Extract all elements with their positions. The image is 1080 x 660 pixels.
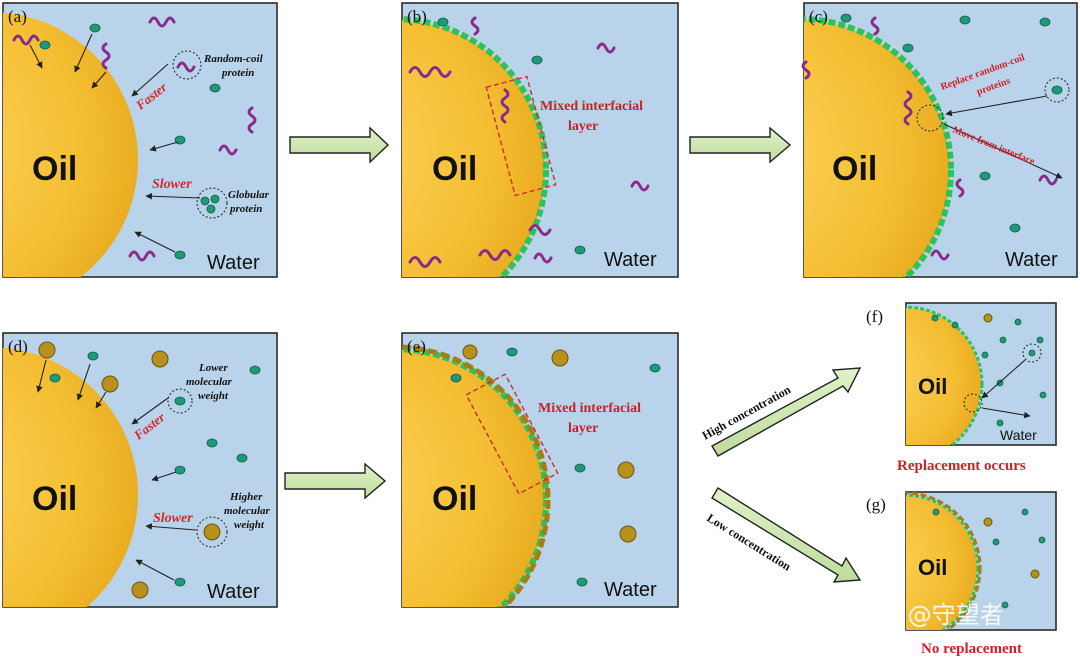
low-concentration-arrow: Low concentration bbox=[704, 487, 862, 583]
oil-label: Oil bbox=[832, 150, 877, 188]
higher-label-2: molecular bbox=[224, 505, 271, 517]
free-molecules bbox=[932, 508, 1046, 609]
panel-b-letter: (b) bbox=[407, 7, 427, 26]
water-label: Water bbox=[604, 579, 657, 601]
panel-d: (d) Oil Water bbox=[2, 332, 278, 608]
mixed-layer-label-1: Mixed interfacial bbox=[538, 401, 641, 416]
mixed-layer-label-2: layer bbox=[568, 421, 598, 436]
low-mw-highlight bbox=[167, 388, 193, 414]
oil-droplet bbox=[906, 308, 981, 445]
lower-label-3: weight bbox=[198, 390, 229, 402]
mixed-layer-label-2: layer bbox=[568, 119, 598, 134]
replacement-occurs-label: Replacement occurs bbox=[897, 458, 1026, 474]
higher-label-3: weight bbox=[234, 519, 265, 531]
low-mw-proteins bbox=[49, 351, 261, 587]
water-label: Water bbox=[207, 252, 260, 274]
oil-label: Oil bbox=[918, 374, 947, 399]
random-coil-highlight bbox=[172, 50, 202, 80]
free-molecules bbox=[801, 13, 1058, 261]
mixed-layer-label-1: Mixed interfacial bbox=[540, 99, 643, 114]
oil-label: Oil bbox=[918, 555, 947, 580]
interface-highlight-box bbox=[465, 373, 559, 495]
panel-f: (f) Oil Water Replacement occurs bbox=[866, 302, 1057, 474]
transition-arrow-d-e bbox=[284, 462, 387, 500]
globular-highlight bbox=[1044, 77, 1070, 103]
free-molecules bbox=[450, 344, 661, 587]
panel-f-letter: (f) bbox=[866, 307, 883, 326]
globular-label-2: protein bbox=[229, 203, 262, 215]
oil-droplet bbox=[3, 12, 138, 277]
panel-e: (e) Oil Water Mixed interfacial layer bbox=[401, 332, 679, 608]
panel-d-letter: (d) bbox=[8, 337, 28, 356]
approach-arrows bbox=[36, 359, 197, 581]
random-coil-label-1: Random-coil bbox=[203, 53, 264, 65]
panel-g: (g) Oil No replacement bbox=[866, 491, 1057, 657]
panel-b: (b) Oil Water Mixed interfacial layer bbox=[401, 2, 679, 278]
oil-droplet bbox=[3, 347, 138, 607]
water-label: Water bbox=[207, 581, 260, 603]
approach-arrows bbox=[29, 33, 201, 253]
water-label: Water bbox=[1000, 427, 1037, 443]
high-mw-highlight bbox=[196, 516, 228, 548]
lower-label-1: Lower bbox=[198, 362, 228, 374]
oil-droplet bbox=[402, 350, 545, 607]
random-coil-label-2: protein bbox=[221, 67, 254, 79]
oil-droplet bbox=[804, 20, 950, 277]
free-molecules bbox=[931, 313, 1047, 427]
oil-label: Oil bbox=[432, 480, 477, 518]
interface-highlight-box bbox=[485, 75, 557, 197]
panel-a-letter: (a) bbox=[8, 7, 27, 26]
oil-label: Oil bbox=[32, 150, 77, 188]
globular-highlight bbox=[1022, 343, 1042, 363]
high-concentration-arrow: High concentration bbox=[700, 367, 862, 457]
interface-highlight bbox=[916, 104, 944, 132]
no-replacement-label: No replacement bbox=[921, 641, 1022, 657]
watermark: 知乎 @守望者 bbox=[852, 601, 1004, 629]
higher-label-1: Higher bbox=[229, 491, 263, 503]
globular-highlight bbox=[196, 187, 228, 219]
transition-arrow-a-b bbox=[289, 126, 390, 164]
panel-c-letter: (c) bbox=[809, 7, 828, 26]
slower-label: Slower bbox=[152, 177, 192, 192]
globular-proteins bbox=[39, 23, 221, 260]
high-mw-proteins bbox=[38, 341, 169, 599]
interface-highlight bbox=[963, 393, 983, 413]
transition-arrow-b-c bbox=[689, 126, 792, 164]
panel-g-letter: (g) bbox=[866, 495, 886, 514]
random-coil-proteins bbox=[12, 16, 257, 262]
panel-e-letter: (e) bbox=[407, 337, 426, 356]
lower-label-2: molecular bbox=[186, 376, 233, 388]
globular-label-1: Globular bbox=[228, 189, 270, 201]
water-label: Water bbox=[604, 249, 657, 271]
oil-label: Oil bbox=[432, 150, 477, 188]
panel-a: (a) Oil Water bbox=[2, 2, 278, 278]
oil-droplet bbox=[906, 496, 977, 630]
free-molecules bbox=[437, 16, 650, 264]
oil-label: Oil bbox=[32, 480, 77, 518]
water-label: Water bbox=[1005, 249, 1058, 271]
oil-droplet bbox=[402, 20, 545, 277]
slower-label: Slower bbox=[153, 511, 193, 526]
panel-c: (c) Oil Water Replace random-coil protei… bbox=[801, 2, 1078, 278]
